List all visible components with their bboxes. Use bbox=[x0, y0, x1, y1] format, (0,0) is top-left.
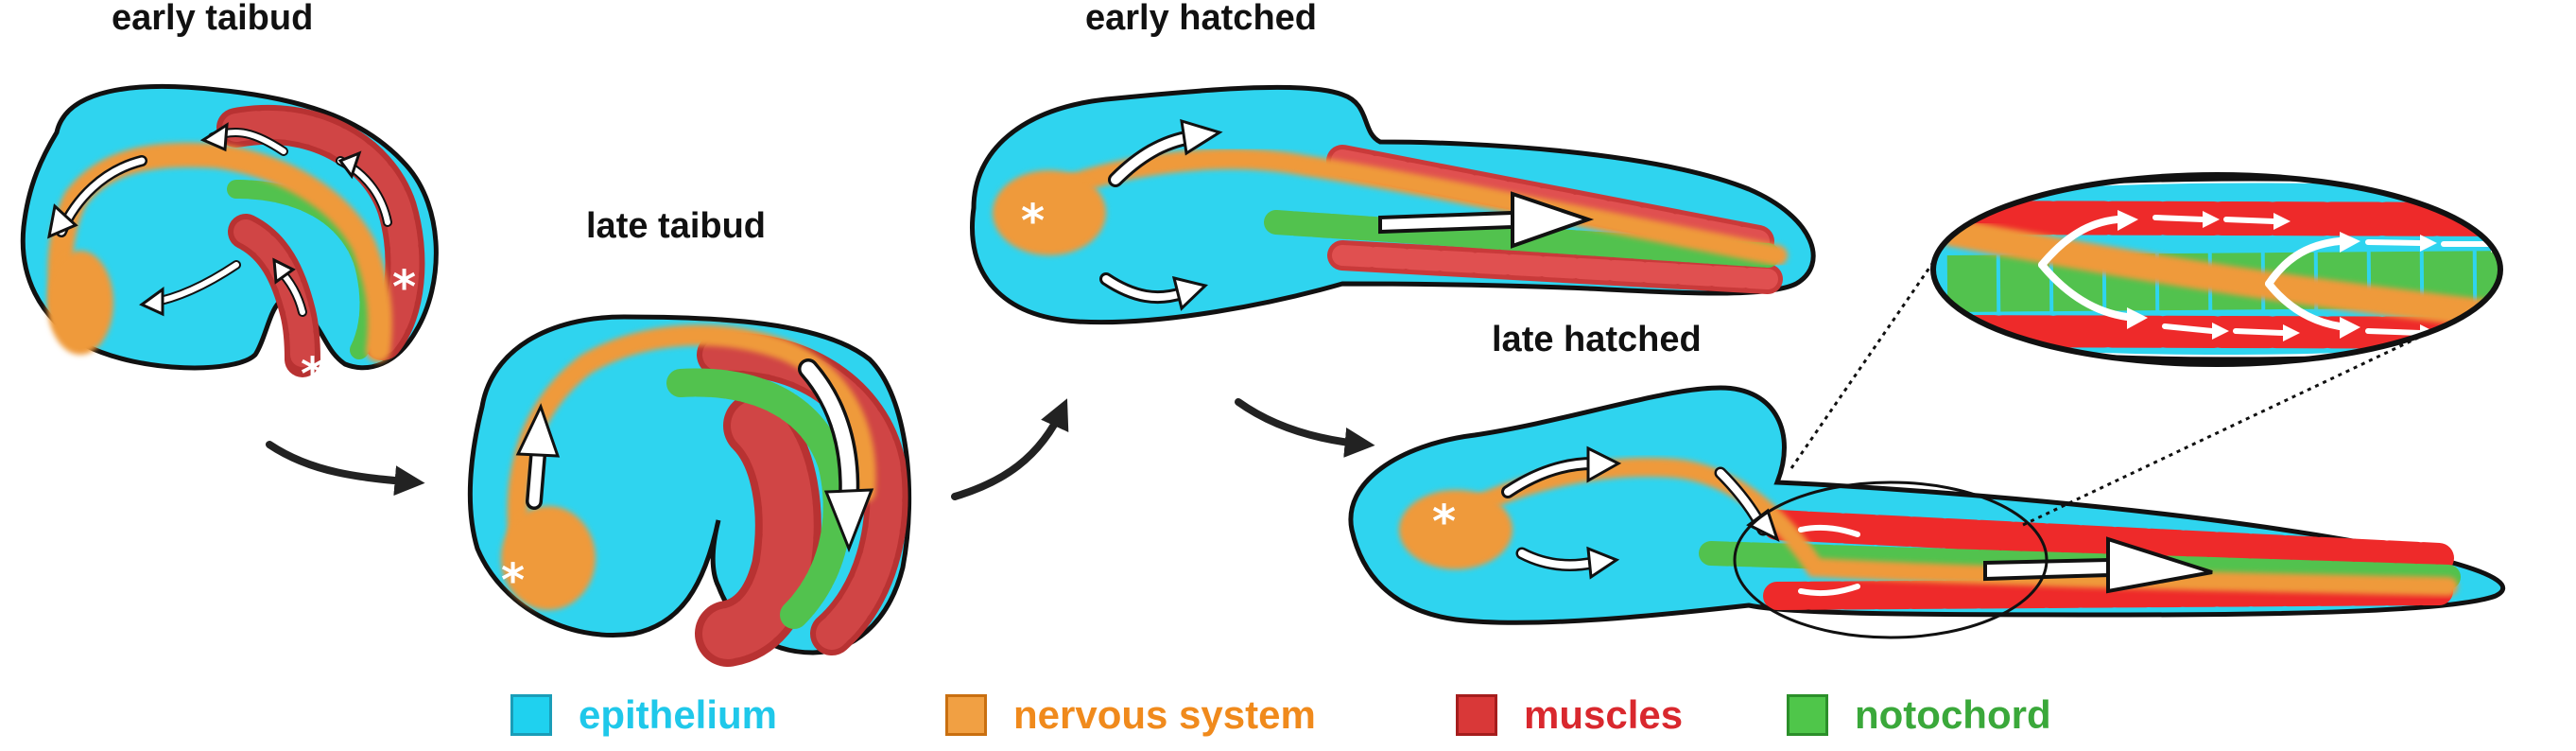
embryo-late-tailbud: * bbox=[467, 314, 912, 667]
embryo-late-hatched: * bbox=[1348, 385, 2505, 639]
stage-title-late-hatched: late hatched bbox=[1492, 320, 1702, 359]
legend-item-nervous-system: nervous system bbox=[945, 689, 1316, 742]
embryo-early-hatched: * bbox=[970, 84, 1816, 325]
movement-arrows-late-tailbud bbox=[515, 358, 874, 553]
flow-arrow-2 bbox=[951, 398, 1069, 500]
legend-label-muscles: muscles bbox=[1524, 692, 1684, 737]
asterisk-early-tailbud-tail: * bbox=[301, 348, 324, 401]
notochord-late-tailbud bbox=[666, 368, 852, 629]
legend: epithelium nervous system muscles notoch… bbox=[0, 689, 2576, 745]
flow-arrow-1 bbox=[266, 441, 425, 497]
legend-item-muscles: muscles bbox=[1456, 689, 1683, 742]
stage-title-early-tailbud: early taibud bbox=[112, 0, 314, 38]
brain-late-tailbud bbox=[501, 506, 596, 610]
flow-arrow-3 bbox=[1235, 398, 1375, 458]
asterisk-early-tailbud-head: * bbox=[392, 261, 416, 314]
legend-item-epithelium: epithelium bbox=[510, 689, 777, 742]
legend-label-nervous-system: nervous system bbox=[1013, 692, 1316, 737]
zoom-inset-outline bbox=[1930, 172, 2503, 367]
zoom-line-bottom bbox=[2022, 310, 2473, 527]
brain-late-hatched bbox=[1399, 490, 1513, 569]
legend-swatch-nervous-system bbox=[945, 694, 987, 736]
legend-swatch-epithelium bbox=[510, 694, 552, 736]
asterisk-late-tailbud: * bbox=[501, 554, 525, 607]
legend-swatch-notochord bbox=[1787, 694, 1828, 736]
muscles-late-tailbud bbox=[695, 332, 908, 667]
brain-early-hatched bbox=[993, 170, 1106, 255]
stage-title-early-hatched: early hatched bbox=[1085, 0, 1317, 38]
zoom-region-outline bbox=[1733, 480, 2049, 639]
brain-early-tailbud bbox=[47, 251, 113, 355]
legend-swatch-muscles bbox=[1456, 694, 1497, 736]
movement-arrows-late-hatched bbox=[1501, 445, 2213, 597]
zoom-inset bbox=[1930, 172, 2503, 367]
movement-arrows-early-hatched bbox=[1099, 118, 1595, 311]
embryo-early-tailbud: * * bbox=[20, 84, 439, 401]
movement-arrows-early-tailbud bbox=[47, 122, 392, 317]
zoom-line-top bbox=[1789, 254, 1940, 469]
legend-item-notochord: notochord bbox=[1787, 689, 2051, 742]
legend-label-notochord: notochord bbox=[1855, 692, 2051, 737]
asterisk-early-hatched: * bbox=[1021, 195, 1045, 248]
legend-label-epithelium: epithelium bbox=[579, 692, 778, 737]
asterisk-late-hatched: * bbox=[1432, 496, 1456, 549]
stage-title-late-tailbud: late taibud bbox=[586, 206, 767, 246]
